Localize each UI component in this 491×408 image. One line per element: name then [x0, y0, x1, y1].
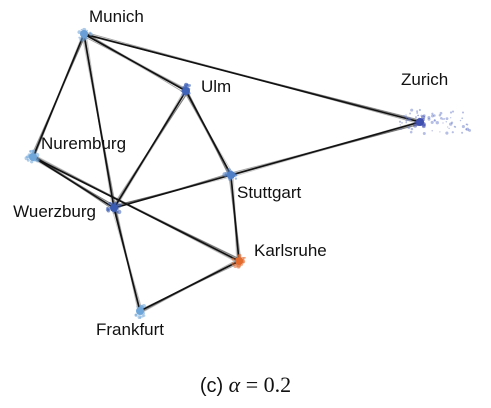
- node-zurich: [413, 114, 427, 129]
- label-ulm: Ulm: [201, 77, 231, 96]
- edge-nuremburg-karlsruhe: [32, 154, 241, 264]
- nodes-layer: [24, 27, 427, 320]
- edge-zurich-stuttgart: [230, 120, 421, 178]
- caption-letter: (c): [199, 375, 224, 397]
- label-munich: Munich: [89, 7, 144, 26]
- node-wuerzburg: [105, 201, 122, 215]
- node-karlsruhe: [231, 253, 246, 269]
- label-zurich: Zurich: [401, 70, 448, 89]
- node-ulm: [180, 82, 192, 97]
- label-frankfurt: Frankfurt: [96, 320, 164, 339]
- edge-munich-zurich: [83, 31, 421, 125]
- label-stuttgart: Stuttgart: [237, 183, 302, 202]
- edge-stuttgart-karlsruhe: [228, 174, 242, 262]
- edge-munich-nuremburg: [30, 33, 87, 158]
- caption-equals: =: [245, 372, 259, 397]
- node-munich: [77, 27, 93, 42]
- node-nuremburg: [24, 149, 40, 164]
- edge-munich-ulm: [82, 31, 188, 94]
- node-frankfurt: [134, 303, 146, 320]
- label-wuerzburg: Wuerzburg: [13, 202, 96, 221]
- node-stuttgart: [222, 168, 238, 181]
- edge-stuttgart-wuerzburg: [113, 172, 232, 209]
- zurich-uncertainty-cloud: [398, 108, 472, 135]
- edge-karlsruhe-frankfurt: [139, 258, 241, 314]
- label-nuremburg: Nuremburg: [41, 134, 126, 153]
- label-karlsruhe: Karlsruhe: [254, 241, 327, 260]
- edge-wuerzburg-frankfurt: [111, 207, 143, 312]
- figure-caption: (c) α = 0.2: [0, 372, 491, 398]
- caption-value: 0.2: [263, 372, 292, 397]
- edge-ulm-wuerzburg: [111, 89, 189, 210]
- edge-munich-wuerzburg: [81, 33, 117, 209]
- caption-alpha-symbol: α: [228, 372, 241, 397]
- edge-ulm-stuttgart: [183, 90, 234, 177]
